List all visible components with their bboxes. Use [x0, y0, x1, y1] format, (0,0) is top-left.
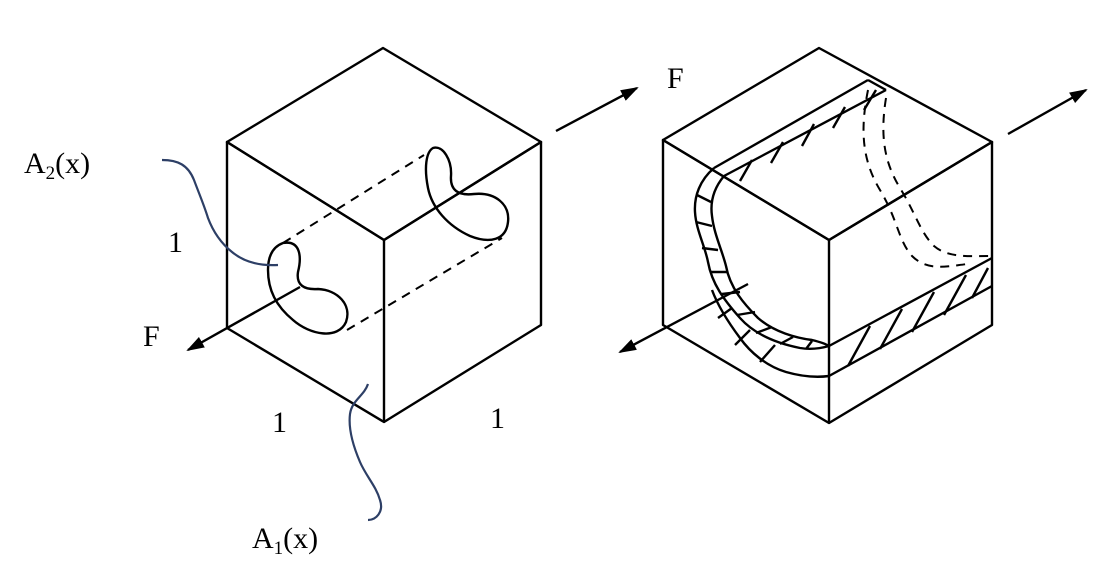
force-arrow-right-cube-right — [1007, 88, 1088, 136]
cavity-dash-bottom — [346, 237, 503, 331]
label-length-left: 1 — [168, 226, 183, 259]
label-a1: A1(x) — [252, 522, 318, 559]
pointer-a2 — [161, 158, 279, 267]
left-cube — [225, 46, 543, 424]
hidden-curve-outer — [862, 89, 969, 268]
section-a2-shape — [424, 146, 510, 242]
right-cube-right-face — [828, 140, 994, 425]
left-cube-right-face — [383, 140, 543, 424]
right-cube — [661, 46, 994, 425]
force-arrow-left — [186, 285, 301, 352]
left-cube-top-face — [225, 46, 543, 242]
pointer-a1 — [348, 383, 383, 522]
label-length-bottom-left: 1 — [272, 406, 287, 439]
hidden-curve-inner — [882, 97, 993, 258]
right-cube-side-strip — [828, 256, 993, 378]
label-force-right: F — [667, 62, 684, 95]
force-arrow-right — [555, 86, 639, 133]
left-cube-cavity — [282, 154, 503, 331]
force-arrow-right-cube-left — [618, 282, 749, 354]
label-length-bottom-right: 1 — [490, 402, 505, 435]
label-a2: A2(x) — [24, 147, 90, 184]
cavity-dash-top — [282, 154, 425, 244]
section-a1-shape — [266, 241, 349, 335]
label-force-left: F — [143, 320, 160, 353]
right-cube-cutaway — [693, 167, 830, 378]
right-cube-front-face — [661, 138, 831, 425]
left-cube-front-face — [225, 140, 386, 424]
